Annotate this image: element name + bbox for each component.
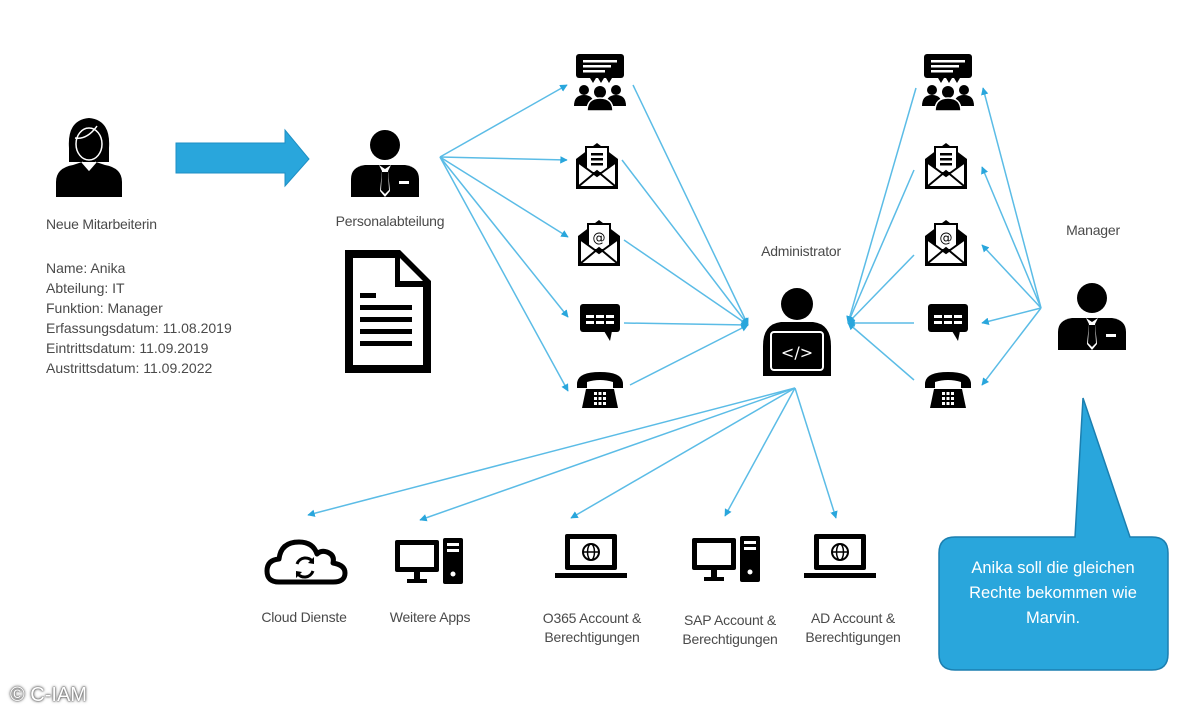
employee-field: Funktion: Manager bbox=[46, 300, 163, 316]
manager-to-channel-arrow bbox=[981, 87, 1042, 309]
svg-text:</>: </> bbox=[781, 343, 813, 362]
envelope-document-icon bbox=[924, 142, 968, 190]
employee-woman-icon bbox=[56, 118, 122, 197]
system-label-cloud: Cloud Dienste bbox=[261, 609, 347, 625]
speech-bubble-text: Anika soll die gleichen Rechte bekommen … bbox=[969, 559, 1137, 627]
laptop-globe-icon bbox=[554, 533, 628, 579]
channel-to-admin-arrow bbox=[623, 239, 749, 326]
channel-to-admin-arrow bbox=[847, 322, 915, 381]
meeting-chat-icon bbox=[573, 53, 627, 112]
manager-to-channel-arrow bbox=[981, 307, 1042, 386]
channel-to-admin-arrow bbox=[847, 169, 915, 324]
employee-field: Abteilung: IT bbox=[46, 280, 125, 296]
manager-to-channel-arrow bbox=[981, 307, 1042, 325]
manager-label: Manager bbox=[1066, 222, 1120, 238]
hr-person-icon bbox=[351, 130, 419, 197]
system-label-o365: O365 Account & Berechtigungen bbox=[542, 610, 642, 645]
cloud-sync-icon bbox=[267, 542, 345, 582]
admin-to-system-arrow bbox=[570, 387, 796, 519]
employee-title: Neue Mitarbeiterin bbox=[46, 216, 157, 232]
hr-to-channel-arrow bbox=[439, 156, 568, 164]
telephone-icon bbox=[925, 372, 971, 408]
envelope-document-icon bbox=[575, 142, 619, 190]
hr-label: Personalabteilung bbox=[335, 213, 445, 229]
handover-arrow-icon bbox=[175, 128, 310, 188]
admin-to-system-arrow bbox=[724, 387, 796, 517]
speech-bubble bbox=[938, 397, 1169, 671]
laptop-globe-icon bbox=[803, 533, 877, 579]
channel-to-admin-arrow bbox=[623, 321, 749, 329]
chat-message-icon bbox=[580, 304, 620, 341]
channel-to-admin-arrow bbox=[629, 324, 749, 386]
manager-to-channel-arrow bbox=[981, 244, 1042, 309]
channel-to-admin-arrow bbox=[621, 159, 749, 326]
employee-field: Name: Anika bbox=[46, 260, 126, 276]
system-label-ad: AD Account & Berechtigungen bbox=[805, 610, 901, 645]
hr-to-channel-arrow bbox=[439, 156, 569, 238]
document-icon bbox=[345, 250, 431, 373]
chat-message-icon bbox=[928, 304, 968, 341]
system-label-sap: SAP Account & Berechtigungen bbox=[682, 612, 778, 647]
hr-to-channel-arrow bbox=[439, 84, 568, 158]
manager-icon bbox=[1058, 283, 1126, 350]
hr-to-channel-arrow bbox=[439, 156, 569, 392]
hr-to-channel-arrow bbox=[439, 156, 569, 318]
envelope-at-icon bbox=[924, 219, 968, 267]
channel-to-admin-arrow bbox=[847, 254, 915, 324]
admin-to-system-arrow bbox=[794, 387, 838, 519]
employee-info: Name: Anika Abteilung: IT Funktion: Mana… bbox=[46, 258, 232, 378]
channel-to-admin-arrow bbox=[632, 84, 749, 326]
manager-to-channel-arrow bbox=[981, 166, 1042, 309]
admin-label: Administrator bbox=[761, 243, 841, 259]
desktop-computer-icon bbox=[395, 538, 463, 584]
system-label-apps: Weitere Apps bbox=[389, 609, 471, 625]
envelope-at-icon bbox=[577, 219, 621, 267]
admin-to-system-arrow bbox=[419, 387, 796, 522]
telephone-icon bbox=[577, 372, 623, 408]
employee-field: Erfassungsdatum: 11.08.2019 bbox=[46, 320, 232, 336]
desktop-computer-icon bbox=[692, 536, 760, 582]
employee-field: Eintrittsdatum: 11.09.2019 bbox=[46, 340, 209, 356]
admin-to-system-arrow bbox=[307, 387, 796, 517]
copyright-notice: © C-IAM bbox=[10, 684, 87, 706]
administrator-icon: </> bbox=[763, 288, 831, 376]
employee-field: Austrittsdatum: 11.09.2022 bbox=[46, 360, 213, 376]
channel-to-admin-arrow bbox=[846, 87, 917, 324]
meeting-chat-icon bbox=[921, 53, 975, 112]
